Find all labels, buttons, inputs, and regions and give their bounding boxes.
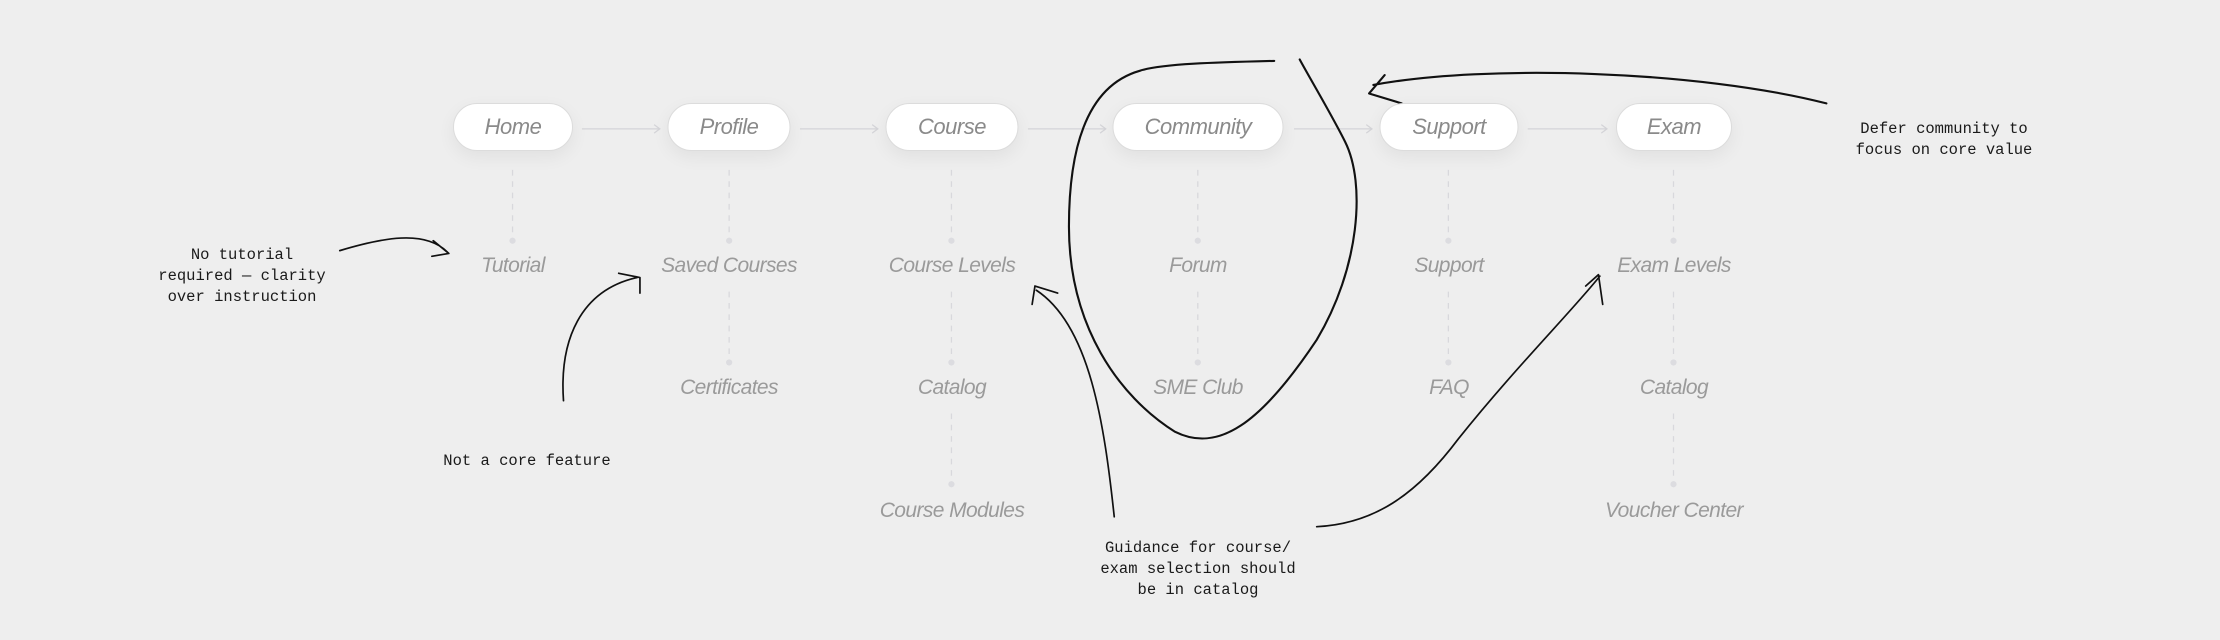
defer-annotation-arrow xyxy=(1368,71,1828,105)
node-support[interactable]: Support xyxy=(1379,103,1519,151)
exam-annotation-arrow xyxy=(1315,273,1604,528)
sub-item-support: Support xyxy=(1414,254,1484,277)
node-exam[interactable]: Exam xyxy=(1616,103,1732,151)
note-defer-community: Defer community to focus on core value xyxy=(1855,120,2033,159)
sub-item-voucher-center: Voucher Center xyxy=(1605,499,1744,522)
sub-item-faq: FAQ xyxy=(1429,376,1469,399)
node-home[interactable]: Home xyxy=(453,103,573,151)
tutorial-annotation-arrow xyxy=(338,237,450,258)
community-circle-scribble xyxy=(1067,58,1358,440)
sub-item-course-levels: Course Levels xyxy=(888,254,1016,277)
sub-item-tutorial: Tutorial xyxy=(481,254,545,277)
sub-item-forum: Forum xyxy=(1169,254,1227,277)
guidance-annotation-arrow xyxy=(1031,285,1116,518)
flow-arrows xyxy=(581,124,1609,134)
note-tutorial: No tutorial required — clarity over inst… xyxy=(158,246,326,306)
connector-dots xyxy=(509,237,1677,488)
sub-item-saved-courses: Saved Courses xyxy=(661,254,797,277)
sub-item-exam-levels: Exam Levels xyxy=(1617,254,1731,277)
node-community[interactable]: Community xyxy=(1112,103,1284,151)
node-profile[interactable]: Profile xyxy=(667,103,791,151)
sub-item-exam-catalog: Catalog xyxy=(1639,376,1709,399)
dashed-connectors xyxy=(511,169,1675,485)
note-guidance: Guidance for course/ exam selection shou… xyxy=(1100,539,1296,599)
sub-item-sme-club: SME Club xyxy=(1153,376,1243,399)
sub-item-certificates: Certificates xyxy=(680,376,778,399)
note-not-core: Not a core feature xyxy=(443,452,611,470)
sub-item-course-modules: Course Modules xyxy=(879,499,1025,522)
not-core-annotation-arrow xyxy=(562,272,641,402)
node-course[interactable]: Course xyxy=(885,103,1019,151)
sub-item-course-catalog: Catalog xyxy=(917,376,987,399)
